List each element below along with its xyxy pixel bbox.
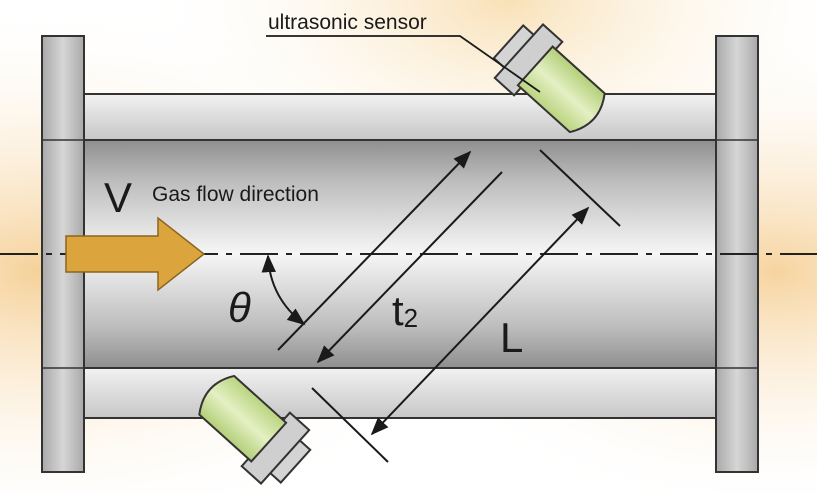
lower-sensor-body	[198, 374, 288, 463]
upper-sensor-body	[516, 45, 606, 134]
angle-arc	[261, 254, 306, 326]
flow-arrow	[65, 216, 206, 292]
dimension-extension-top	[539, 149, 621, 227]
length-dimension-arrow	[370, 206, 590, 436]
time-label: t2	[392, 287, 418, 334]
upper-sensor	[492, 23, 606, 134]
time-subscript: 2	[404, 303, 418, 333]
angle-label: θ	[228, 284, 251, 331]
dimension-extension-bottom	[311, 387, 389, 463]
length-label: L	[500, 314, 523, 361]
velocity-label: V	[104, 174, 132, 221]
sensor-label: ultrasonic sensor	[268, 11, 427, 34]
pipe-wall-top	[83, 93, 717, 141]
pipe-wall-bottom	[83, 367, 717, 419]
sensor-leader-line	[266, 35, 541, 93]
flow-direction-label: Gas flow direction	[152, 183, 319, 206]
lower-sensor	[198, 374, 312, 485]
